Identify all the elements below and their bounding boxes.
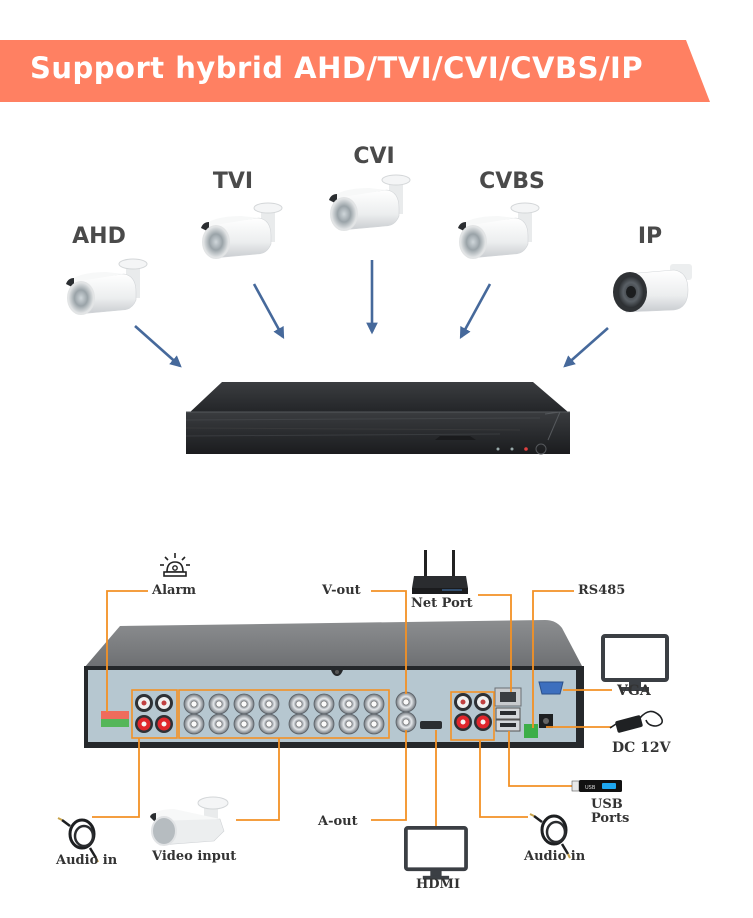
line-audio-in-right	[479, 740, 528, 818]
hdmi-monitor-icon	[404, 826, 468, 882]
power-adapter-icon	[609, 710, 664, 733]
arrow-ahd	[134, 325, 182, 368]
camera-label-ip: IP	[637, 224, 663, 249]
label-dc12v: DC 12V	[612, 740, 671, 756]
label-vga: VGA	[617, 683, 651, 699]
dvr-front-image	[185, 382, 570, 455]
video-input-camera-icon	[150, 796, 229, 846]
arrow-tvi	[252, 283, 285, 340]
label-a-out: A-out	[318, 814, 358, 829]
line-alarm	[106, 590, 148, 712]
label-alarm: Alarm	[152, 583, 197, 598]
camera-label-cvi: CVI	[353, 144, 395, 169]
usb-stick-text: USB	[585, 785, 596, 791]
label-audio-in-right: Audio in	[524, 849, 586, 864]
camera-label-tvi: TVI	[212, 169, 254, 194]
line-net-port	[478, 594, 512, 692]
label-video-input: Video input	[152, 849, 237, 864]
camera-label-ahd: AHD	[72, 224, 126, 249]
label-net-port: Net Port	[411, 596, 473, 611]
line-audio-in-left	[92, 738, 140, 818]
dvr-rear-image	[84, 620, 584, 748]
label-audio-in-left: Audio in	[56, 853, 118, 868]
router-icon	[412, 550, 468, 594]
arrow-cvbs	[459, 283, 492, 340]
line-rs485	[532, 590, 574, 728]
line-video-input	[236, 738, 280, 821]
title-banner: Support hybrid AHD/TVI/CVI/CVBS/IP	[0, 40, 710, 102]
label-hdmi: HDMI	[416, 877, 461, 892]
label-usb: USB	[591, 797, 623, 812]
arrow-ip	[563, 327, 609, 368]
camera-label-cvbs: CVBS	[479, 169, 545, 194]
banner-shape	[0, 40, 710, 102]
banner-title: Support hybrid AHD/TVI/CVI/CVBS/IP	[30, 51, 644, 85]
line-a-out	[371, 730, 407, 821]
line-v-out	[371, 590, 407, 694]
highlight-audio-left	[131, 689, 178, 739]
label-rs485: RS485	[578, 583, 626, 598]
label-v-out: V-out	[322, 583, 361, 598]
usb-stick-icon: USB	[571, 780, 622, 792]
line-usb	[508, 731, 573, 787]
highlight-audio-right	[450, 691, 495, 741]
alarm-siren-icon	[160, 553, 190, 577]
highlight-video-input	[178, 689, 390, 739]
label-ports: Ports	[591, 811, 630, 826]
